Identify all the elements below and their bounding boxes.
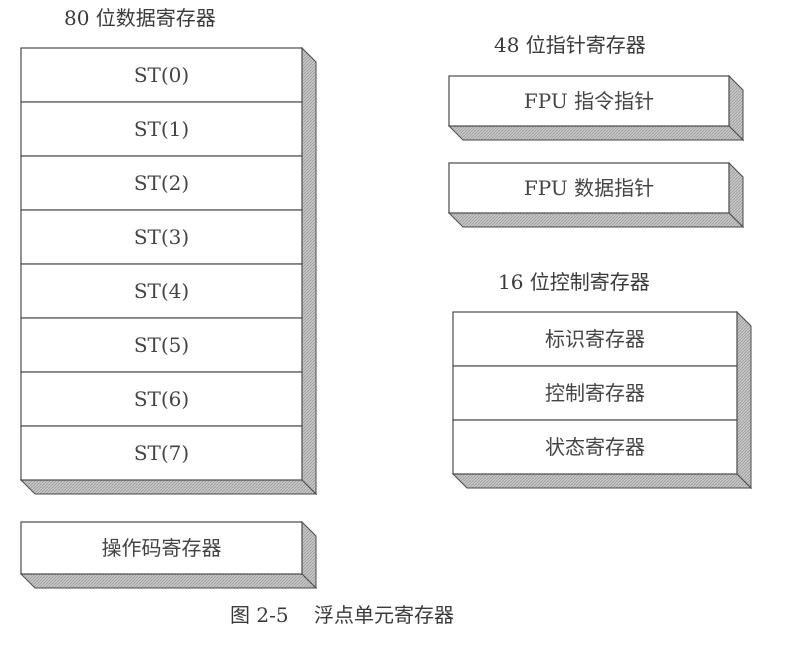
data-register-cell-3 [20, 209, 303, 265]
data-register-label-2: ST(2) [133, 171, 190, 195]
figure-caption: 图 2-5 浮点单元寄存器 [230, 603, 454, 627]
data-register-label-0: ST(0) [133, 63, 190, 87]
data-register-label-4: ST(4) [133, 279, 190, 303]
data-register-label-1: ST(1) [133, 117, 190, 141]
control-registers-title: 16 位控制寄存器 [498, 270, 650, 294]
control-register-cell-0 [452, 311, 738, 367]
data-register-cell-4 [20, 263, 303, 319]
data-register-bottom-face [19, 479, 318, 495]
data-register-cell-0 [20, 47, 303, 103]
opcode-register-label-0: 操作码寄存器 [101, 536, 222, 560]
data-register-label-5: ST(5) [133, 333, 190, 357]
data-pointer-label-0: FPU 数据指针 [523, 176, 655, 200]
instruction-pointer-bottom-face [447, 125, 745, 141]
data-register-cell-5 [20, 317, 303, 373]
data-register-cell-6 [20, 371, 303, 427]
control-register-bottom-face [451, 473, 753, 489]
control-register-label-0: 标识寄存器 [545, 327, 645, 351]
control-register-side-face [736, 310, 752, 490]
data-pointer-cell-0 [448, 162, 730, 214]
data-register-cell-7 [20, 425, 303, 481]
instruction-pointer-label-0: FPU 指令指针 [523, 89, 655, 113]
data-register-label-3: ST(3) [133, 225, 190, 249]
pointer-registers-title: 48 位指针寄存器 [494, 33, 646, 57]
data-registers-title: 80 位数据寄存器 [64, 6, 216, 30]
opcode-register-bottom-face [19, 573, 318, 589]
data-register-label-7: ST(7) [133, 441, 190, 465]
opcode-register-cell-0 [20, 521, 303, 575]
control-register-cell-2 [452, 419, 738, 475]
data-register-label-6: ST(6) [133, 387, 190, 411]
control-register-cell-1 [452, 365, 738, 421]
instruction-pointer-cell-0 [448, 75, 730, 127]
control-register-label-2: 状态寄存器 [545, 435, 645, 459]
data-register-cell-2 [20, 155, 303, 211]
data-register-side-face [301, 46, 317, 496]
control-register-label-1: 控制寄存器 [545, 381, 645, 405]
data-pointer-bottom-face [447, 212, 745, 228]
